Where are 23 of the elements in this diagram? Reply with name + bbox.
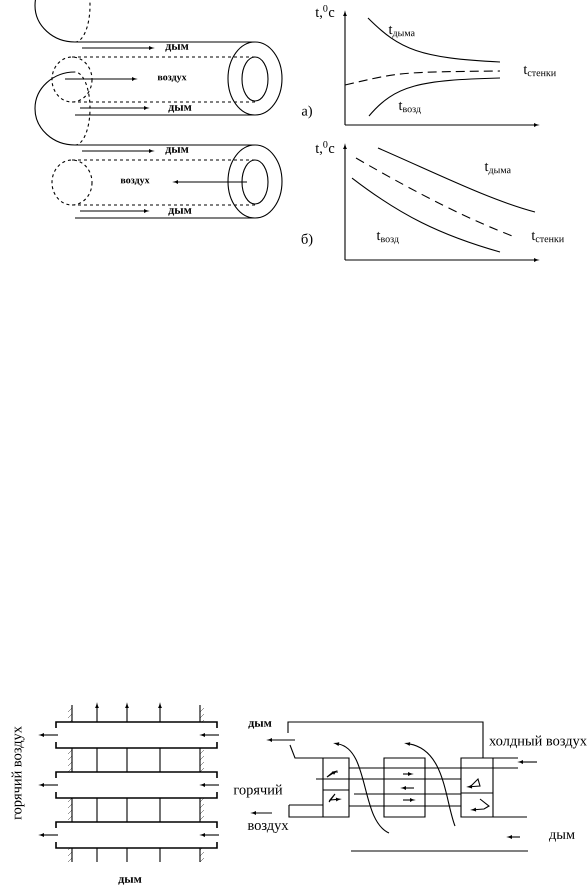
label-text: дым xyxy=(168,208,192,216)
label-text: б) xyxy=(302,233,312,247)
label-text: холдный воздух xyxy=(489,736,587,748)
label-text: дым xyxy=(168,105,192,113)
label-text: дым xyxy=(118,877,142,885)
label-text: горячий воздух xyxy=(12,726,24,820)
label-text: дым xyxy=(248,721,272,729)
label-text: t$_{дыма}$ xyxy=(484,162,511,176)
label-text: t$_{дыма}$ xyxy=(388,26,415,38)
label-text: t$_{стенки}$ xyxy=(523,66,556,76)
label-text: дым xyxy=(548,832,575,842)
label-text: воздух xyxy=(248,823,288,833)
label-text: t,$^{0}$c xyxy=(315,4,334,20)
label-text: t,$^{0}$c xyxy=(315,140,334,156)
label-text: воздух xyxy=(120,178,150,186)
label-text: а) xyxy=(302,105,312,119)
label-text: дым xyxy=(165,44,188,52)
label-text: t$_{возд}$ xyxy=(376,232,399,244)
label-text: воздух xyxy=(158,76,187,82)
label-text: t$_{возд}$ xyxy=(398,102,421,114)
label-text: t$_{стенки}$ xyxy=(531,232,564,242)
label-text: дым xyxy=(165,147,188,155)
label-text: горячий xyxy=(234,784,282,798)
